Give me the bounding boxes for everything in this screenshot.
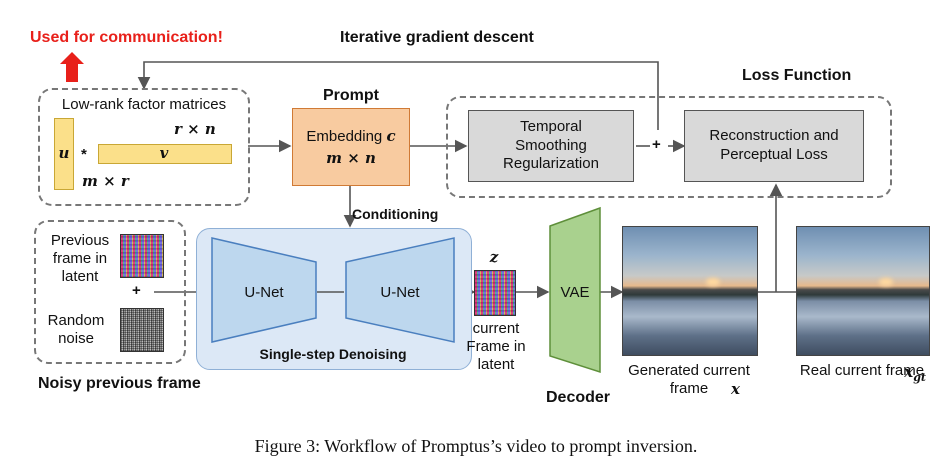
figure-caption: Figure 3: Workflow of Promptus’s video t… <box>254 436 698 456</box>
m-by-r-label: m × r <box>82 172 129 190</box>
vae-label: VAE <box>560 284 590 301</box>
low-rank-title: Low-rank factor matrices <box>61 96 227 113</box>
v-matrix <box>98 144 232 164</box>
real-frame-subscript: gt <box>913 370 926 384</box>
temporal-smoothing-box: Temporal Smoothing Regularization <box>468 110 634 182</box>
noisy-frame-panel <box>34 220 186 364</box>
generated-frame-symbol: x <box>731 380 740 398</box>
embedding-symbol: c <box>386 127 396 146</box>
loss-function-panel <box>446 96 892 198</box>
decoder-caption: Decoder <box>545 389 611 406</box>
real-frame-image <box>796 226 930 356</box>
used-for-communication-note: Used for communication! <box>30 29 223 46</box>
previous-frame-label: Previous frame in latent <box>50 232 110 285</box>
embedding-dims: m × n <box>326 148 376 167</box>
latent-z-symbol: z <box>489 248 499 266</box>
real-frame-symbol-wrap: xgt <box>904 363 926 384</box>
u-matrix <box>54 118 74 190</box>
noisy-plus-symbol: + <box>132 282 141 299</box>
real-frame-symbol: x <box>904 362 914 381</box>
vae-shape <box>549 206 601 374</box>
u-symbol: u <box>58 144 70 162</box>
conditioning-label: Conditioning <box>352 206 439 222</box>
embedding-label: Embedding <box>306 128 383 146</box>
unet-decoder-label: U-Net <box>380 284 420 301</box>
r-by-n-label: r × n <box>174 120 216 138</box>
random-noise-label: Random noise <box>47 312 105 347</box>
real-frame-caption: Real current frame xgt <box>790 362 934 384</box>
reconstruction-perceptual-box: Reconstruction and Perceptual Loss <box>684 110 864 182</box>
red-up-arrow <box>60 52 84 82</box>
multiply-symbol: * <box>81 146 87 163</box>
embedding-line: Embedding c <box>306 126 395 147</box>
generated-frame-text: Generated current frame <box>628 362 750 397</box>
generated-frame-image <box>622 226 758 356</box>
loss-function-title: Loss Function <box>742 67 852 84</box>
noisy-previous-frame-caption: Noisy previous frame <box>38 375 201 392</box>
random-noise-image <box>120 308 164 352</box>
prompt-embedding-box: Embedding c m × n <box>292 108 410 186</box>
loss-plus-symbol: + <box>652 136 661 153</box>
current-latent-image <box>474 270 516 316</box>
generated-frame-caption: Generated current frame x <box>612 362 766 398</box>
low-rank-panel <box>38 88 250 206</box>
current-frame-latent-caption: current Frame in latent <box>466 320 526 373</box>
v-symbol: v <box>159 144 169 162</box>
real-frame-text: Real current frame <box>799 362 925 379</box>
single-step-denoising-caption: Single-step Denoising <box>259 346 407 362</box>
iterative-gradient-descent-label: Iterative gradient descent <box>340 29 534 46</box>
prompt-title: Prompt <box>323 87 379 104</box>
previous-frame-latent-image <box>120 234 164 278</box>
unet-encoder-label: U-Net <box>244 284 284 301</box>
